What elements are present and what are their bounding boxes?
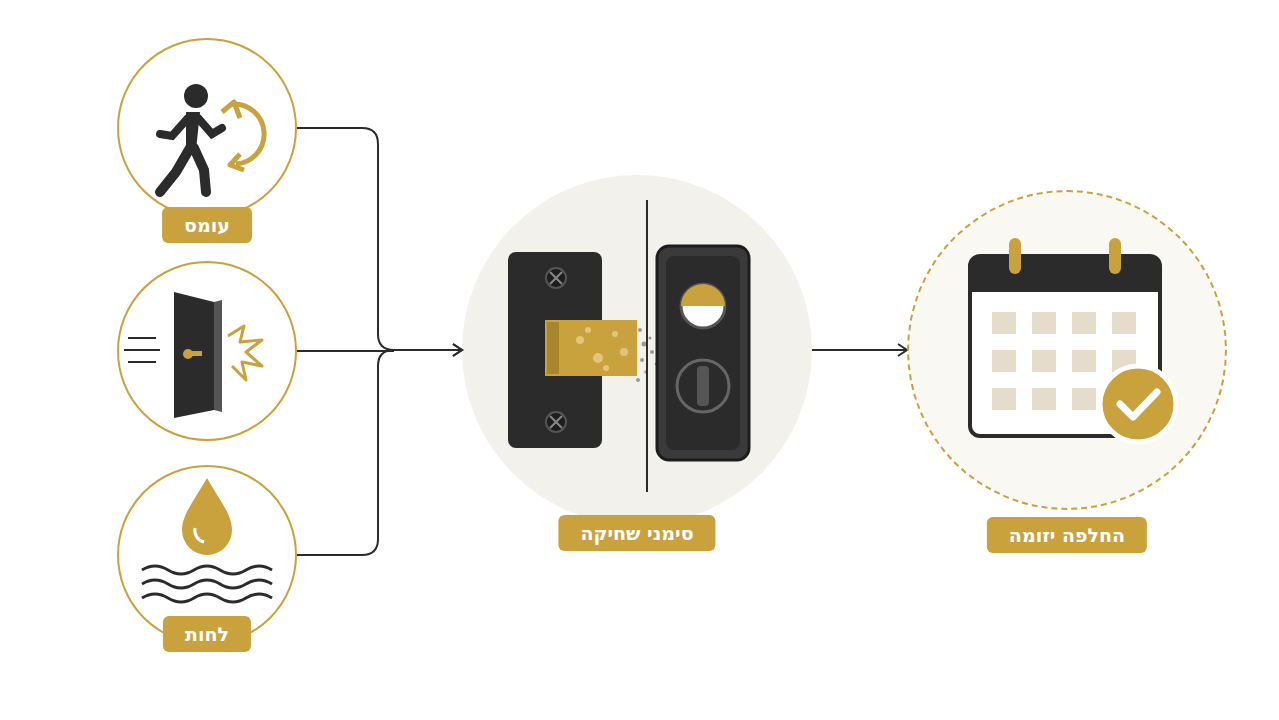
latch-illustration [508, 200, 749, 492]
calendar-day [1032, 312, 1056, 334]
label-pill: סימני שחיקה [558, 515, 715, 551]
calendar-day [1032, 388, 1056, 410]
door-circle [118, 262, 296, 440]
walking-icon [160, 84, 264, 192]
humidity-circle: לחות [117, 465, 297, 645]
calendar-day [992, 350, 1016, 372]
flow-connector [297, 350, 462, 555]
calendar-day [1072, 312, 1096, 334]
humidity-icon [142, 478, 272, 602]
calendar-day [992, 388, 1016, 410]
label-pill: החלפה יזומה [987, 517, 1147, 553]
calendar-day [992, 312, 1016, 334]
load-circle: עומס [117, 38, 297, 218]
label-pill: עומס [162, 207, 252, 243]
replacement-circle: החלפה יזומה [907, 190, 1227, 510]
wear-circle: סימני שחיקה [462, 175, 812, 525]
calendar-day [1032, 350, 1056, 372]
flow-connector [297, 128, 462, 350]
calendar-icon [970, 238, 1176, 442]
calendar-day [1072, 388, 1096, 410]
center-disc [462, 175, 812, 525]
door-line [297, 350, 394, 352]
calendar-day [1112, 312, 1136, 334]
right-disc [909, 192, 1225, 508]
door-icon [124, 292, 262, 418]
calendar-day [1072, 350, 1096, 372]
label-pill: לחות [163, 616, 251, 652]
flow-connector [812, 349, 907, 351]
